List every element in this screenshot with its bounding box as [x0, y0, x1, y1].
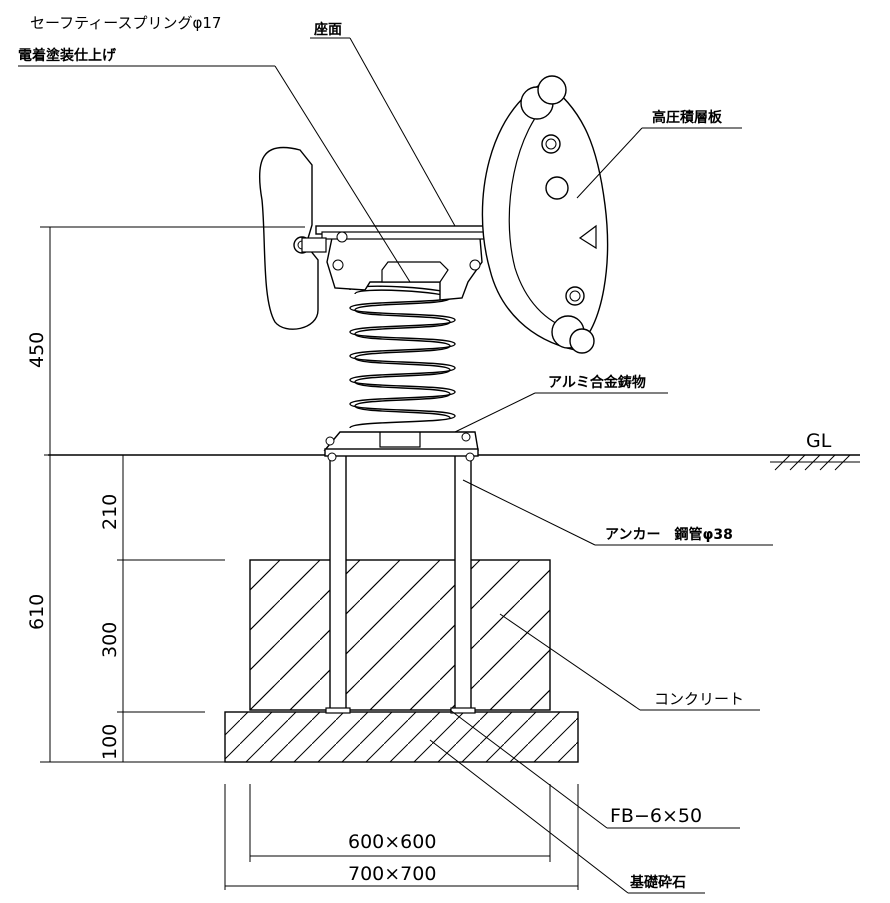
- label-coating: 電着塗装仕上げ: [18, 47, 117, 64]
- label-seat: 座面: [314, 21, 342, 38]
- fb-plate-right: [450, 707, 476, 714]
- dimension-lines: [40, 226, 579, 890]
- label-gravel: 基礎砕石: [630, 874, 686, 891]
- concrete-block: [249, 559, 551, 711]
- anchor-pipe-left: [329, 454, 347, 713]
- backrest: [258, 146, 327, 330]
- label-board: 高圧積層板: [652, 109, 723, 126]
- dim-700x700: 700×700: [348, 863, 436, 885]
- dim-600x600: 600×600: [348, 831, 436, 853]
- dim-610: 610: [26, 594, 48, 630]
- dim-100: 100: [99, 724, 121, 760]
- gravel-base: [224, 711, 579, 763]
- label-casting: アルミ合金鋳物: [548, 374, 646, 391]
- dim-450: 450: [26, 332, 48, 368]
- spring-coil: [349, 285, 456, 429]
- label-ground: GL: [806, 430, 832, 452]
- ground-hatch: [770, 454, 860, 471]
- seat-assembly: [315, 225, 497, 301]
- leader-lines: [18, 37, 773, 894]
- dim-300: 300: [99, 622, 121, 658]
- fb-plate-left: [325, 707, 351, 714]
- label-anchor: アンカー 鋼管φ38: [605, 526, 733, 543]
- base-casting: [323, 431, 479, 462]
- label-concrete: コンクリート: [654, 690, 744, 708]
- laminated-board: [481, 75, 609, 354]
- label-fb: FB−6×50: [610, 805, 702, 827]
- dim-210: 210: [99, 494, 121, 530]
- anchor-pipe-right: [454, 454, 472, 713]
- label-spring: セーフティースプリングφ17: [30, 14, 221, 32]
